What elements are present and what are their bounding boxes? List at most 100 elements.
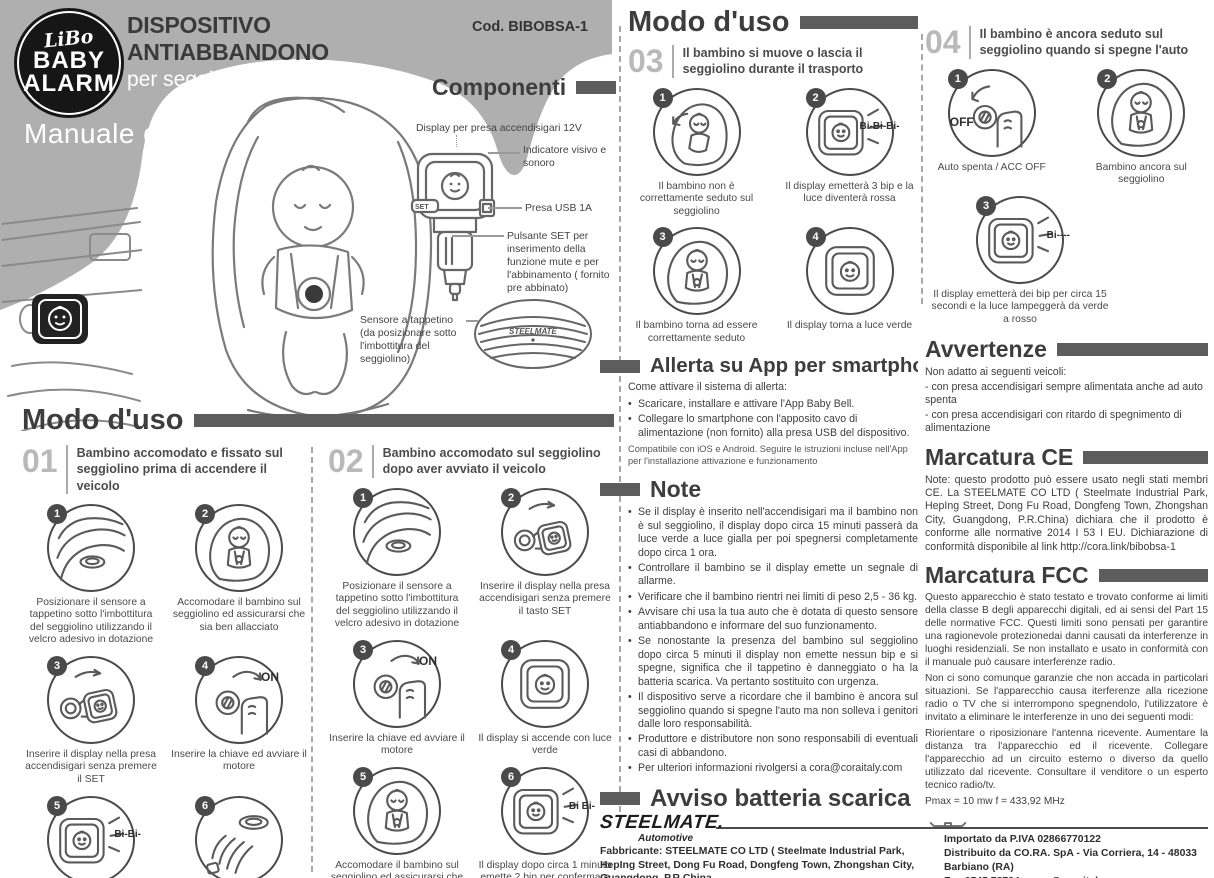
- step-caption: Posizionare il sensore a tappetino sotto…: [334, 580, 460, 630]
- manufacturer-info: Fabbricante: STEELMATE CO LTD ( Steelmat…: [600, 846, 915, 878]
- usage-section-left: Modo d'uso 01 Bambino accomodato e fissa…: [22, 404, 614, 878]
- ce-header: Marcatura CE: [925, 444, 1208, 471]
- manual-label: Manuale d'uso: [24, 118, 212, 149]
- step-caption: Posizionare il sensore a tappetino sotto…: [28, 596, 154, 646]
- subsection-header: 01 Bambino accomodato e fissato sul segg…: [22, 445, 308, 494]
- ce-body: Note: questo prodotto può essere usato n…: [925, 473, 1208, 553]
- baby-in-seat-icon: [204, 513, 274, 583]
- logo-script-text: LiBo: [43, 25, 95, 53]
- label-display-12v: Display per presa accendisigari 12V: [416, 123, 582, 134]
- step-circle: 6: [195, 795, 283, 878]
- step-art-label: ON: [419, 653, 437, 668]
- app-alert-bullets: Scaricare, installare e attivare l'App B…: [628, 398, 918, 440]
- column-divider: [619, 26, 621, 812]
- usage-header-mid: Modo d'uso: [628, 6, 918, 39]
- logo-line2: ALARM: [23, 70, 115, 98]
- list-item: Se il display è inserito nell'accendisig…: [628, 506, 918, 560]
- step: 5 Accomodare il bambino sul seggiolino e…: [328, 766, 466, 878]
- componenti-header: Componenti: [432, 74, 616, 101]
- step: 4 Il display torna a luce verde: [781, 227, 918, 345]
- list-item: Il dispositivo serve a ricordare che il …: [628, 691, 918, 731]
- step-number-badge: 6: [501, 766, 521, 787]
- step-art-label: Bi-Bi-: [114, 829, 141, 841]
- step-caption: Il display emetterà 3 bip e la luce dive…: [785, 180, 914, 205]
- page-subtitle: per seggiolini auto: [127, 68, 298, 91]
- middle-column: Modo d'uso 03 Il bambino si muove o lasc…: [600, 2, 918, 815]
- step-circle: 2 Bi-Bi-Bi-: [805, 87, 900, 176]
- step: 3 Bi---- Il display emetterà dei bip per…: [929, 195, 1111, 327]
- step-caption: Inserire il display nella presa accendis…: [479, 580, 611, 617]
- list-item: Se nonostante la presenza del bambino su…: [628, 635, 918, 689]
- step: 1 Posizionare il sensore a tappetino sot…: [22, 503, 160, 647]
- step: 3 ON Inserire la chiave ed avviare il mo…: [328, 639, 466, 758]
- componenti-heading: Componenti: [432, 74, 567, 100]
- importer-info: Importato da P.IVA 02866770122 Distribui…: [944, 833, 1210, 878]
- footer-rule: [716, 827, 1208, 829]
- step: 1 OFF Auto spenta / ACC OFF: [925, 68, 1059, 187]
- step-circle: 1 OFF: [947, 68, 1036, 157]
- subsection-header: 02 Bambino accomodato sul seggiolino dop…: [328, 445, 614, 478]
- step-number-badge: 4: [195, 655, 215, 676]
- section-bar: [193, 414, 614, 427]
- step-caption: Il display torna a luce verde: [786, 320, 913, 332]
- app-alert-header: Allerta su App per smartphone: [600, 354, 918, 378]
- column-divider: [311, 447, 313, 872]
- label-usb: Presa USB 1A: [525, 203, 592, 214]
- pairing-waves-icon: [204, 805, 274, 875]
- step-caption: Il display emetterà dei bip per circa 15…: [931, 288, 1109, 325]
- usage-heading: Modo d'uso: [22, 404, 184, 436]
- step-number-badge: 5: [353, 766, 373, 787]
- usage-step-01: 01 Bambino accomodato e fissato sul segg…: [22, 439, 308, 878]
- step-circle: 4 ON: [195, 655, 283, 744]
- step-caption: Accomodare il bambino sul seggiolino ed …: [172, 596, 306, 633]
- step-circle: 3 Bi----: [976, 195, 1070, 284]
- step-number-badge: 3: [976, 195, 996, 216]
- ignition-off-icon: [957, 78, 1027, 148]
- usage-step-04-header: 04 Il bambino è ancora seduto sul seggio…: [925, 26, 1208, 59]
- step-number-badge: 1: [947, 68, 968, 89]
- leader-line: [452, 235, 504, 237]
- leader-line: [466, 320, 478, 322]
- step-number-badge: 4: [805, 227, 826, 248]
- fcc-paragraph: Non ci sono comunque garanzie che non ac…: [925, 672, 1208, 723]
- display-plug-icon: [56, 665, 126, 735]
- subsection-title: Bambino accomodato sul seggiolino dopo a…: [382, 446, 601, 477]
- set-button-label: SET: [415, 204, 429, 211]
- section-bar: [576, 81, 616, 94]
- right-column: 04 Il bambino è ancora seduto sul seggio…: [925, 0, 1208, 828]
- step-number-badge: 5: [47, 795, 67, 816]
- step-circle: 1: [353, 487, 441, 576]
- leader-line: [488, 152, 520, 154]
- step-circle: 4: [805, 227, 894, 316]
- step-number-badge: 3: [47, 655, 67, 676]
- section-bar: [1083, 450, 1208, 464]
- step-art-label: OFF: [949, 114, 974, 129]
- step-number-badge: 1: [353, 487, 373, 508]
- display-green-icon: [510, 649, 580, 719]
- step-number-badge: 3: [652, 227, 673, 248]
- step-circle: 5 Bi-Bi-: [47, 795, 141, 878]
- step: 2 Inserire il display nella presa accend…: [476, 487, 614, 631]
- section-bar: [1098, 569, 1208, 583]
- mat-brand-text: STEELMATE: [509, 327, 558, 336]
- leader-line: [488, 207, 522, 209]
- step-caption: Bambino ancora sul seggiolino: [1095, 161, 1187, 186]
- step: 5 Bi-Bi- Il display si accende con luce …: [22, 795, 160, 878]
- step: 3 Il bambino torna ad essere correttamen…: [628, 227, 765, 345]
- step: 1 Il bambino non è correttamente seduto …: [628, 87, 765, 219]
- subsection-title: Il bambino si muove o lascia il seggioli…: [682, 46, 864, 77]
- usage-step-04-grid: 1 OFF Auto spenta / ACC OFF 2 Bambino an…: [925, 68, 1208, 187]
- step-caption: Il display si accende con luce verde: [478, 732, 612, 757]
- usage-step-03-header: 03 Il bambino si muove o lascia il seggi…: [628, 45, 918, 78]
- mat-sensor-icon: [56, 513, 126, 583]
- subsection-number: 03: [628, 45, 674, 78]
- step: 3 Inserire il display nella presa accend…: [22, 655, 160, 787]
- step: 6 Bi Bi- Il display dopo circa 1 minuto …: [476, 766, 614, 878]
- step-number-badge: 2: [195, 503, 215, 524]
- step-caption: Auto spenta / ACC OFF: [937, 161, 1046, 173]
- step-number-badge: 2: [501, 487, 521, 508]
- app-alert-intro: Come attivare il sistema di allerta:: [628, 381, 787, 394]
- fcc-paragraph: Questo apparecchio è stato testato e tro…: [925, 592, 1208, 668]
- battery-warning-heading: Avviso batteria scarica: [650, 784, 911, 812]
